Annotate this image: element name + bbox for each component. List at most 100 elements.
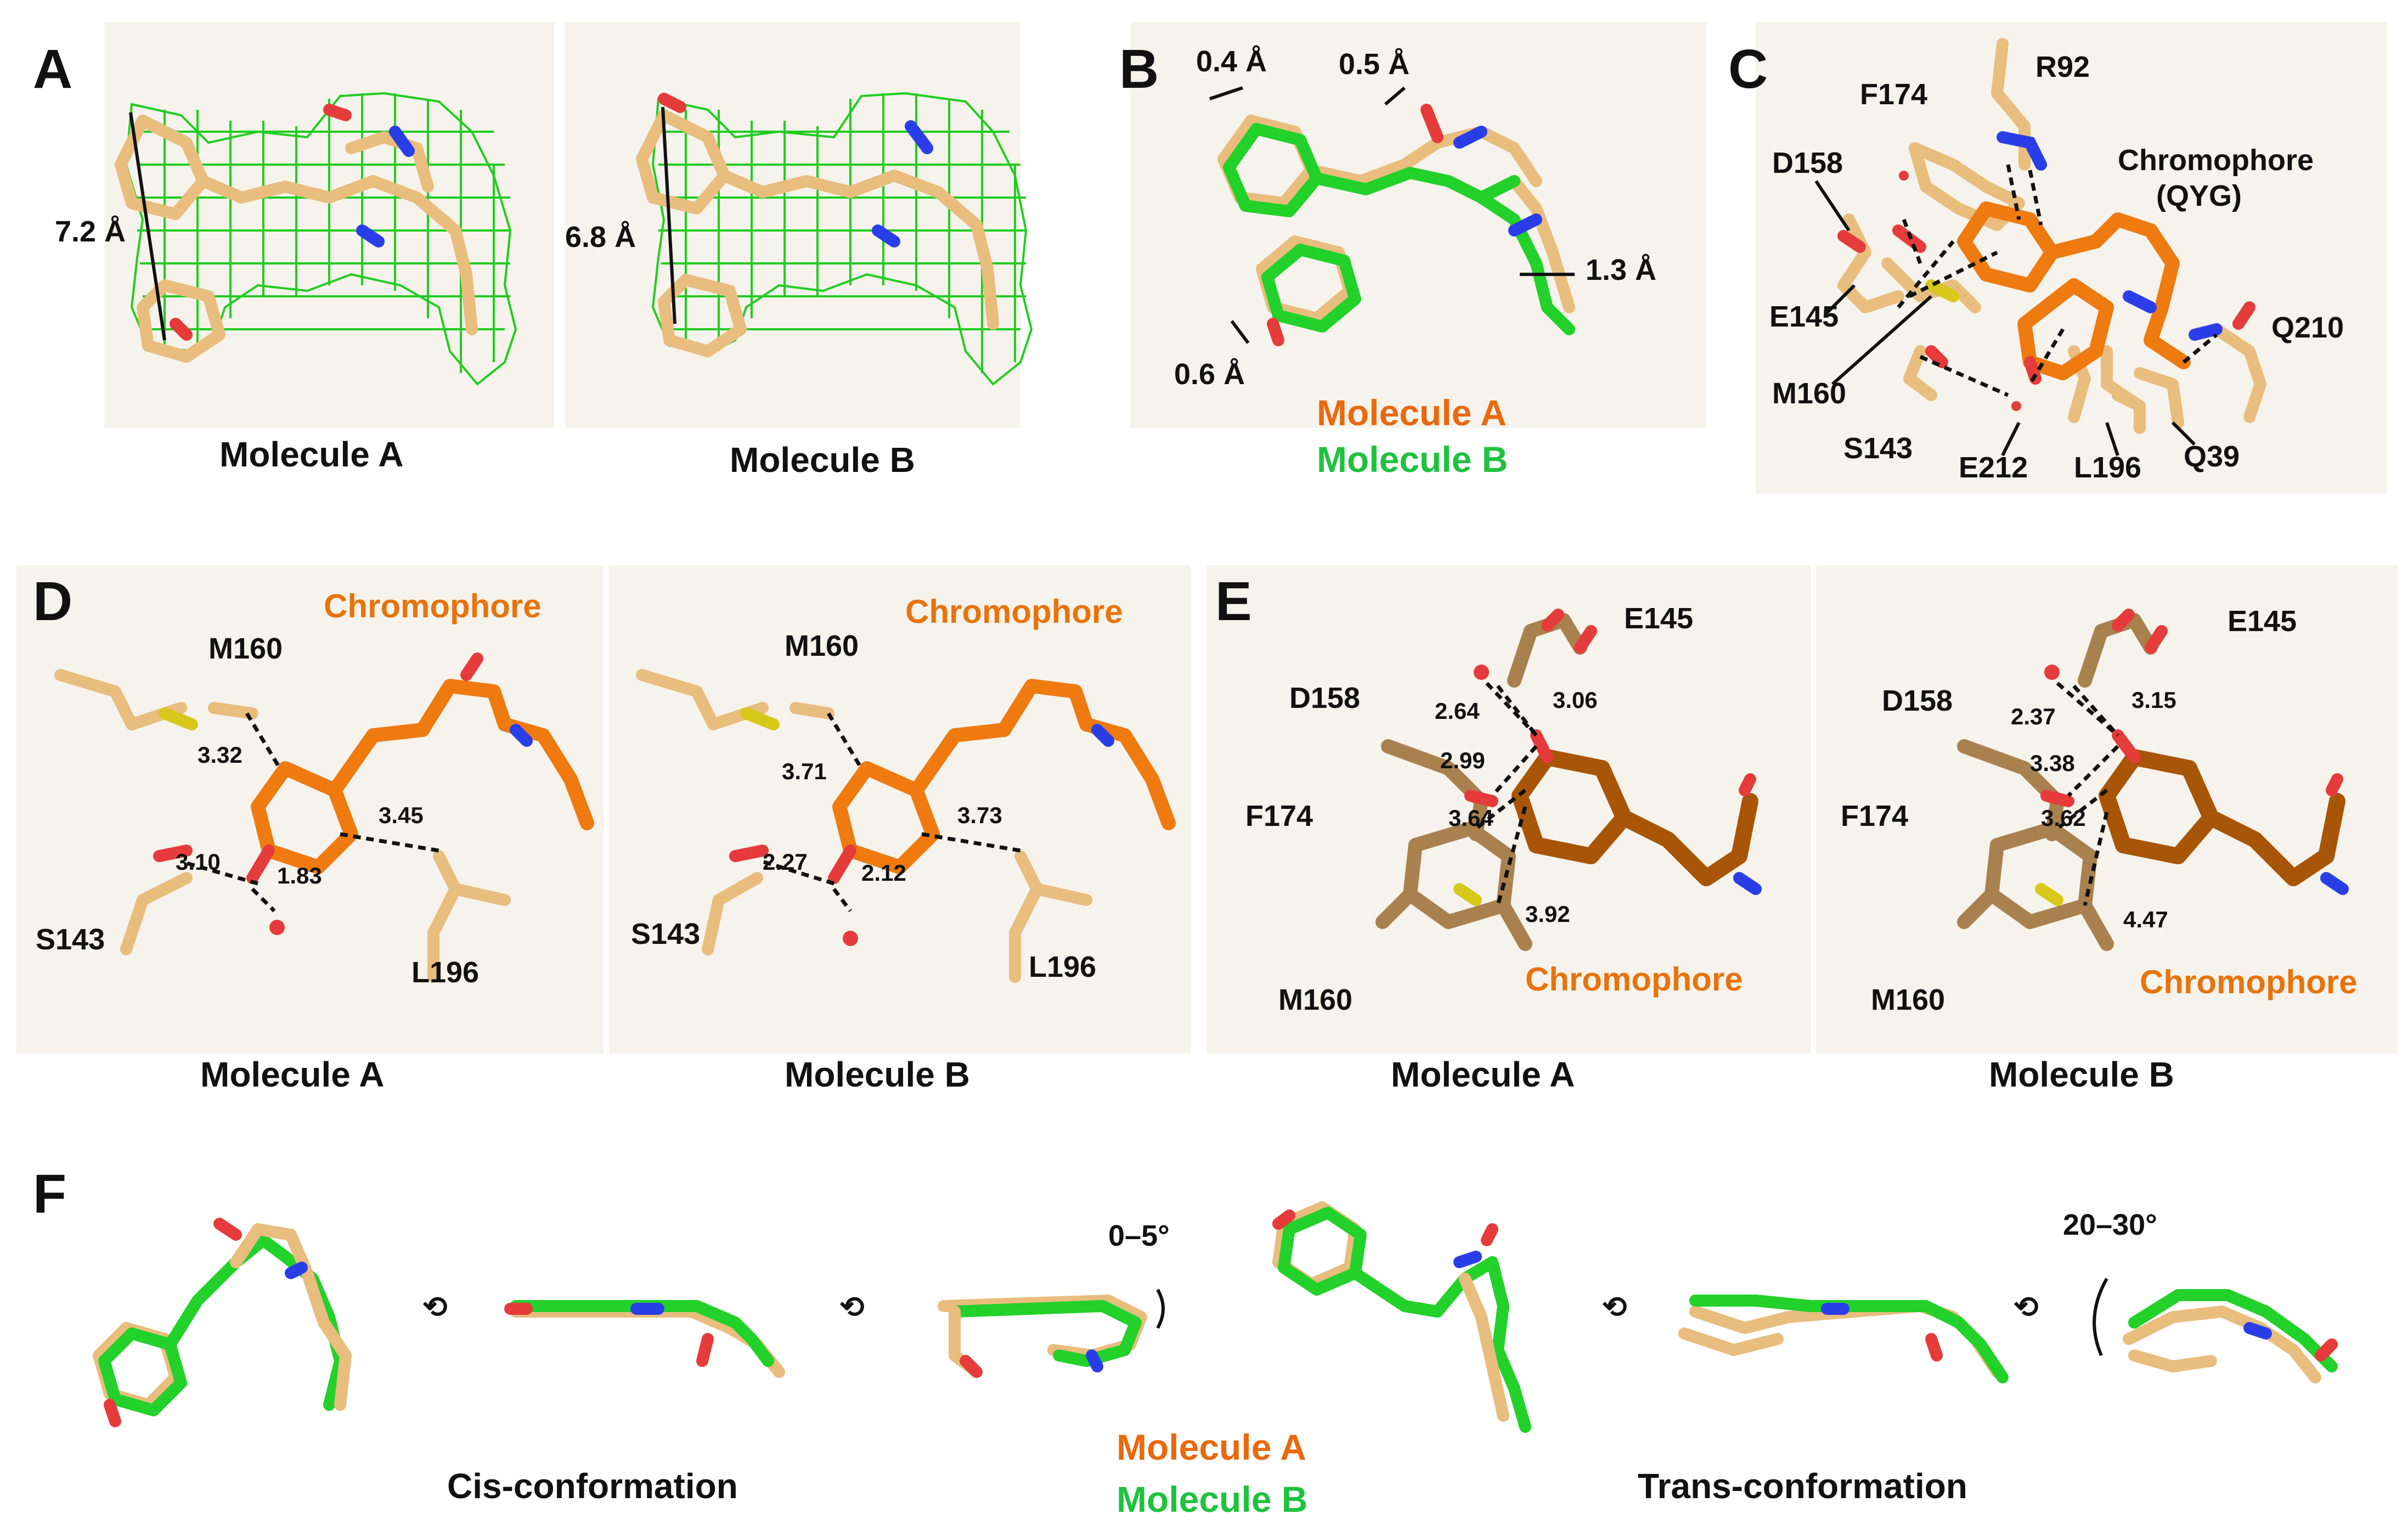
- panel-d-molecule-b-dist-water: 2.12: [861, 860, 906, 886]
- distance-arrow-molecule-b: [661, 106, 676, 324]
- panel-c-leader-e212: [2001, 421, 2021, 457]
- panel-d-right-background: [609, 565, 1191, 1054]
- panel-d: D Chromophore M160 S143 L196 3.32 3.45 3…: [16, 565, 1191, 1094]
- panel-e-molecule-b-m160: M160: [1871, 983, 1945, 1016]
- panel-d-molecule-a-dist-m160: 3.32: [198, 742, 243, 768]
- shift-label-4: 0.6 Å: [1174, 358, 1245, 391]
- panel-d-molecule-b-water: [843, 931, 858, 946]
- panel-d-molecule-a-sticks: [54, 669, 511, 983]
- panel-c-leader-l196: [2105, 422, 2119, 456]
- panel-c-residue-r92: R92: [2035, 50, 2090, 83]
- panel-d-molecule-a-dist-l196: 3.45: [379, 802, 424, 828]
- panel-e-molecule-b-f174: F174: [1841, 800, 1908, 832]
- trans-view-side: [1678, 1295, 2009, 1383]
- distance-label-molecule-a: 7.2 Å: [55, 215, 126, 248]
- shift-label-2: 0.5 Å: [1339, 48, 1409, 81]
- panel-d-molecule-a-l196: L196: [411, 956, 479, 989]
- cis-view-side: [504, 1300, 785, 1378]
- panel-e-molecule-a-dist-2: 3.06: [1553, 687, 1598, 713]
- panel-e-molecule-a-m160: M160: [1278, 983, 1352, 1016]
- panel-e-molecule-b-hbonds: [2056, 682, 2119, 906]
- panel-e-molecule-a-hbonds: [1474, 682, 1538, 906]
- panel-e-molecule-b-water: [2044, 665, 2060, 680]
- panel-c-leader-e145: [1825, 284, 1856, 314]
- panel-d-molecule-a-water: [269, 920, 285, 935]
- panel-d-molecule-b-dist-s143: 2.27: [763, 849, 808, 875]
- panel-c-residue-q39: Q39: [2184, 440, 2240, 473]
- panel-e-molecule-a-f174: F174: [1245, 800, 1313, 832]
- panel-e-letter: E: [1215, 571, 1252, 632]
- shift-label-1: 0.4 Å: [1196, 45, 1267, 78]
- panel-d-molecule-a-hbonds: [181, 712, 439, 913]
- panel-c-residue-l196: L196: [2074, 451, 2141, 484]
- panel-d-molecule-a-chromophore-label: Chromophore: [324, 588, 542, 624]
- shift-arrow-4: [1230, 320, 1250, 344]
- panel-d-molecule-a-chromophore: [246, 652, 594, 884]
- panel-e-molecule-a-chromophore: [1512, 729, 1762, 895]
- trans-rotate-90-icon-1: ⟲: [1602, 1291, 1627, 1324]
- panel-c: C R92 F174: [1728, 22, 2387, 494]
- cis-rotate-90-icon-1: ⟲: [422, 1291, 447, 1324]
- panel-e-molecule-a-water: [1474, 665, 1489, 680]
- panel-c-chromophore-label-line2: (QYG): [2156, 179, 2242, 212]
- panel-e-caption-molecule-b: Molecule B: [1989, 1055, 2174, 1094]
- panel-f: F ⟲ ⟲ 0–5°: [33, 1163, 2338, 1520]
- panel-d-molecule-b-m160: M160: [785, 629, 859, 662]
- shift-label-3: 1.3 Å: [1586, 254, 1656, 286]
- panel-e-molecule-b-chromophore: [2099, 729, 2349, 895]
- panel-d-molecule-b-dist-m160: 3.71: [782, 758, 827, 784]
- cis-view-top: [938, 1295, 1147, 1378]
- panel-d-molecule-b-sticks: [636, 669, 1092, 983]
- panel-b-legend-molecule-b: Molecule B: [1317, 439, 1508, 480]
- panel-c-letter: C: [1728, 38, 1768, 100]
- panel-e-molecule-b-dist-5: 4.47: [2123, 907, 2168, 932]
- panel-b-legend-molecule-a: Molecule A: [1317, 392, 1507, 433]
- panel-e-molecule-a-sticks: [1375, 609, 1597, 951]
- panel-e-molecule-a-dist-4: 3.64: [1448, 805, 1493, 831]
- panel-b-background: [1130, 22, 1706, 428]
- panel-d-left-background: [16, 565, 604, 1054]
- panel-e-molecule-b-dist-1: 2.37: [2011, 704, 2056, 729]
- shift-arrow-2: [1384, 86, 1406, 106]
- panel-e-molecule-a-chromophore-label: Chromophore: [1525, 961, 1743, 998]
- chromophore-stick-molecule-a: [115, 104, 478, 363]
- shift-arrow-1: [1209, 86, 1243, 100]
- superposition-molecule-b: [1223, 104, 1575, 346]
- panel-b: B 0.4 Å 0.5 Å 1.3 Å 0.6 Å Molecule A Mol…: [1119, 22, 1706, 480]
- trans-rotate-90-icon-2: ⟲: [2014, 1291, 2038, 1324]
- panel-c-background: [1756, 22, 2387, 494]
- panel-a-right-background: [565, 22, 1020, 428]
- panel-c-leader-m160: [1831, 295, 1932, 386]
- panel-c-water-2: [2011, 401, 2021, 411]
- trans-angle-arrow: [2093, 1278, 2108, 1357]
- panel-f-letter: F: [33, 1163, 66, 1225]
- panel-e-molecule-b-e145: E145: [2227, 605, 2297, 638]
- panel-e: E E145 D158 F174 M160 Chromophore 2.64 3…: [1207, 565, 2398, 1094]
- panel-c-residue-d158: D158: [1772, 147, 1843, 179]
- panel-e-molecule-a-dist-3: 2.99: [1440, 747, 1485, 773]
- panel-e-molecule-a-dist-1: 2.64: [1435, 698, 1480, 724]
- panel-d-molecule-b-chromophore: [828, 679, 1176, 884]
- panel-d-molecule-a-dist-water: 1.83: [277, 863, 322, 888]
- panel-d-letter: D: [33, 571, 72, 632]
- panel-a-caption-molecule-b: Molecule B: [730, 440, 915, 480]
- panel-e-molecule-b-dist-3: 3.38: [2030, 750, 2075, 776]
- cis-rotate-90-icon-2: ⟲: [839, 1291, 864, 1324]
- panel-e-molecule-a-d158: D158: [1289, 682, 1360, 714]
- cis-angle-arrow: [1156, 1289, 1165, 1329]
- panel-b-letter: B: [1119, 38, 1159, 100]
- panel-a-caption-molecule-a: Molecule A: [219, 435, 403, 474]
- trans-view-front: [1272, 1201, 1531, 1433]
- panel-d-caption-molecule-b: Molecule B: [785, 1055, 970, 1094]
- panel-f-legend-molecule-b: Molecule B: [1116, 1479, 1307, 1520]
- panel-e-molecule-a-dist-5: 3.92: [1525, 901, 1570, 927]
- panel-c-residue-e145: E145: [1769, 300, 1839, 333]
- chromophore-stick-molecule-b: [636, 93, 999, 357]
- panel-c-residue-f174: F174: [1860, 78, 1927, 111]
- panel-d-molecule-b-chromophore-label: Chromophore: [905, 593, 1123, 630]
- distance-label-molecule-b: 6.8 Å: [565, 221, 636, 254]
- panel-e-molecule-a-e145: E145: [1624, 602, 1693, 635]
- panel-d-molecule-a-m160: M160: [208, 632, 283, 665]
- panel-a: A 7.2 Å: [33, 22, 1033, 480]
